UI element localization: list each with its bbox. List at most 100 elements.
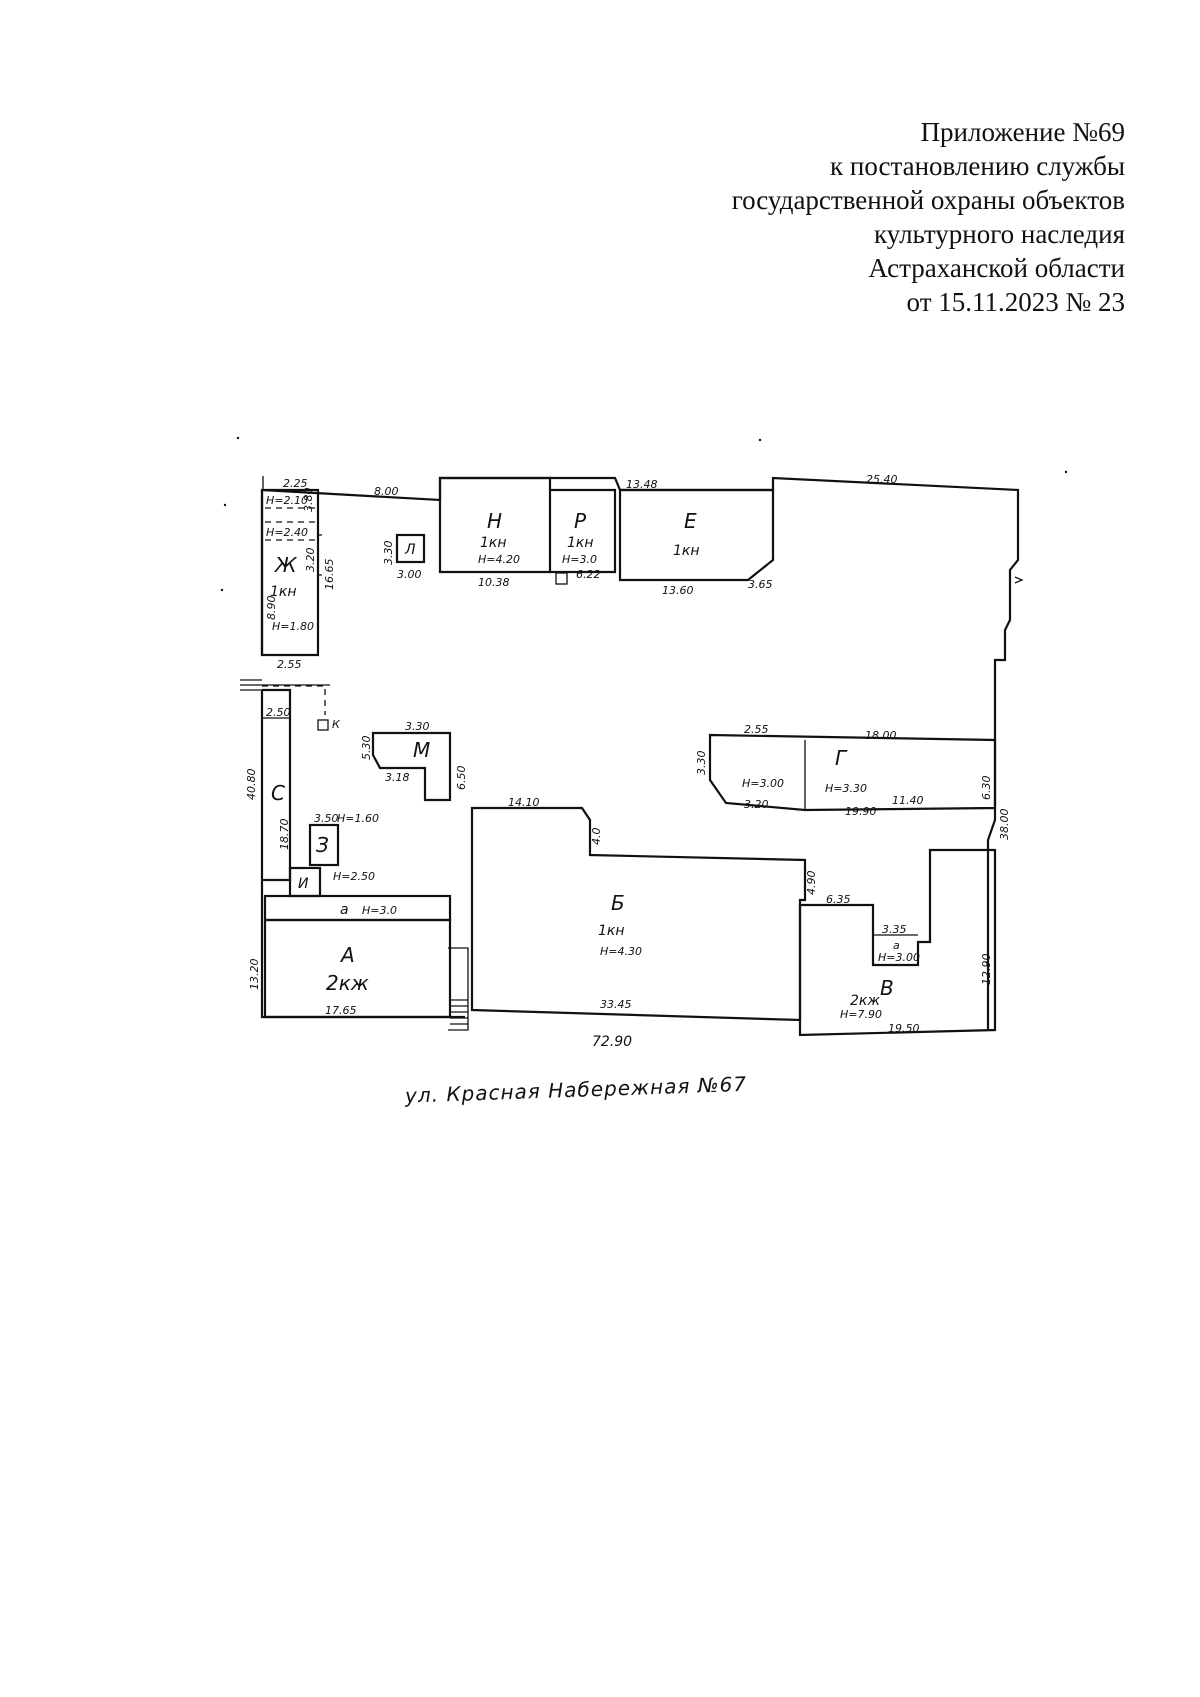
building-zh-floors: 1кн — [270, 584, 297, 600]
building-zh-letter: Ж — [273, 553, 298, 577]
appendix-reference-line-3: культурного наследия — [874, 219, 1125, 249]
building-r-height: Н=3.0 — [562, 553, 597, 566]
dim-g-b1: 3.20 — [744, 798, 769, 811]
building-a-annex: а Н=3.0 — [263, 894, 452, 922]
building-l: Л 3.00 3.30 — [382, 533, 426, 581]
appendix-reference-line-1: к постановлению службы — [830, 151, 1125, 181]
well-k-letter: К — [332, 718, 341, 731]
building-v-height: Н=7.90 — [840, 1008, 882, 1021]
dim-top-3: 13.48 — [626, 478, 658, 491]
dim-r-bottom: 6.22 — [576, 568, 601, 581]
dim-g-top1: 2.55 — [744, 723, 769, 736]
building-z-letter: З — [316, 833, 329, 857]
dim-m-bottom: 3.18 — [385, 771, 410, 784]
dim-zh-left: 8.90 — [265, 596, 278, 621]
dim-zh-side2: 3.20 — [304, 548, 317, 573]
building-r-letter: Р — [574, 509, 587, 533]
dim-l-h: 3.30 — [382, 541, 395, 566]
dim-e-bottom: 13.60 — [662, 584, 694, 597]
building-i-letter: И — [298, 876, 309, 892]
building-z: З 3.50 Н=1.60 — [308, 812, 379, 867]
building-g-letter: Г — [835, 746, 848, 770]
building-s-letter: С — [271, 781, 285, 805]
appendix-date: от 15.11.2023 № 23 — [906, 287, 1125, 317]
dim-s-top: 2.50 — [266, 706, 291, 719]
building-m-letter: М — [413, 738, 430, 762]
dim-m-right: 6.50 — [455, 766, 468, 791]
building-b-height: Н=4.30 — [600, 945, 642, 958]
building-a-annex-letter: а — [340, 902, 349, 918]
dim-m-top: 3.30 — [405, 720, 430, 733]
building-b-letter: Б — [611, 891, 625, 915]
dim-v-bottom: 19.50 — [888, 1022, 920, 1035]
dim-g-right: 6.30 — [980, 776, 993, 801]
dim-g-b2: 19.90 — [845, 805, 877, 818]
building-g-height: Н=3.30 — [825, 782, 867, 795]
building-s: 2.50 С 18.70 40.80 — [245, 688, 292, 882]
street-caption: ул. Красная Набережная №67 — [404, 1072, 748, 1108]
building-n-floors: 1кн — [480, 535, 507, 551]
dim-v-right: 12.90 — [980, 954, 993, 986]
building-n: Н 1кн Н=4.20 10.38 — [438, 476, 552, 589]
building-m: М 3.30 5.30 3.18 6.50 — [360, 720, 468, 802]
appendix-reference-line-4: Астраханской области — [868, 253, 1125, 283]
dim-left-long: 40.80 — [245, 769, 258, 801]
building-v-small-a-height: Н=3.00 — [878, 951, 920, 964]
dim-zh-top1: Н=2.10 — [266, 494, 308, 507]
building-a-floors: 2кж — [326, 971, 369, 995]
dim-a-bottom: 17.65 — [325, 1004, 357, 1017]
appendix-reference-line-2: государственной охраны объектов — [731, 185, 1125, 215]
dim-zh-side3: 16.65 — [323, 559, 336, 591]
building-e-letter: Е — [684, 509, 697, 533]
building-v: 4.90 6.35 3.35 а Н=3.00 В 2кж Н=7.90 12.… — [798, 848, 997, 1037]
dim-b-notch: 4.0 — [590, 828, 603, 846]
building-i: И Н=2.50 — [288, 866, 375, 898]
dim-overall-bottom: 72.90 — [592, 1034, 632, 1050]
building-n-height: Н=4.20 — [478, 553, 520, 566]
building-r-floors: 1кн — [567, 535, 594, 551]
appendix-number: Приложение №69 — [920, 117, 1125, 147]
building-a: А 2кж 13.20 17.65 — [248, 918, 469, 1031]
building-a-annex-height: Н=3.0 — [362, 904, 397, 917]
dim-g-b3: 11.40 — [892, 794, 924, 807]
building-b-floors: 1кн — [598, 923, 625, 939]
dim-b-bottom: 33.45 — [600, 998, 632, 1011]
dim-zh-bottom: 2.55 — [277, 658, 302, 671]
dim-right-long: 38.00 — [998, 809, 1011, 841]
building-v-floors: 2кж — [850, 993, 880, 1009]
dim-top-2: 8.00 — [374, 485, 399, 498]
building-i-height: Н=2.50 — [333, 870, 375, 883]
building-g-height2: Н=3.00 — [742, 777, 784, 790]
dim-b-top: 14.10 — [508, 796, 540, 809]
building-v-letter: В — [880, 976, 894, 1000]
appendix-header: Приложение №69 к постановлению службы го… — [732, 115, 1125, 319]
building-a-letter: А — [339, 943, 355, 967]
dim-v-top: 6.35 — [826, 893, 851, 906]
dim-zh-top2: Н=2.40 — [266, 526, 308, 539]
dim-a-left: 13.20 — [248, 959, 261, 991]
building-n-letter: Н — [487, 509, 502, 533]
dim-v-small-a: 3.35 — [882, 923, 907, 936]
building-b: 14.10 4.0 Б 1кн Н=4.30 33.45 72.90 — [470, 796, 807, 1050]
building-z-height: Н=1.60 — [337, 812, 379, 825]
dim-m-left: 5.30 — [360, 736, 373, 761]
dim-top-4: 25.40 — [866, 473, 898, 486]
well-k: К — [317, 718, 341, 731]
dim-zh-side1: 3.80 — [302, 488, 315, 513]
dim-z-top: 3.50 — [314, 812, 339, 825]
dim-g-top2: 18.00 — [865, 729, 897, 742]
dim-e-notch: 3.65 — [748, 578, 773, 591]
dim-top-left: 2.25 — [283, 477, 308, 490]
building-r: Р 1кн Н=3.0 6.22 — [550, 488, 617, 585]
building-zh: Ж 1кн Н=1.80 Н=2.10 Н=2.40 3.80 3.20 16.… — [260, 488, 336, 671]
dim-g-left: 3.30 — [695, 751, 708, 776]
building-e: Е 1кн 13.60 3.65 — [618, 488, 775, 597]
building-l-letter: Л — [404, 542, 416, 558]
dim-l-w: 3.00 — [397, 568, 422, 581]
building-e-floors: 1кн — [673, 543, 700, 559]
dim-s-side: 18.70 — [278, 819, 291, 851]
dim-v-notch: 4.90 — [805, 871, 818, 896]
building-v-small-a-letter: а — [893, 939, 900, 952]
